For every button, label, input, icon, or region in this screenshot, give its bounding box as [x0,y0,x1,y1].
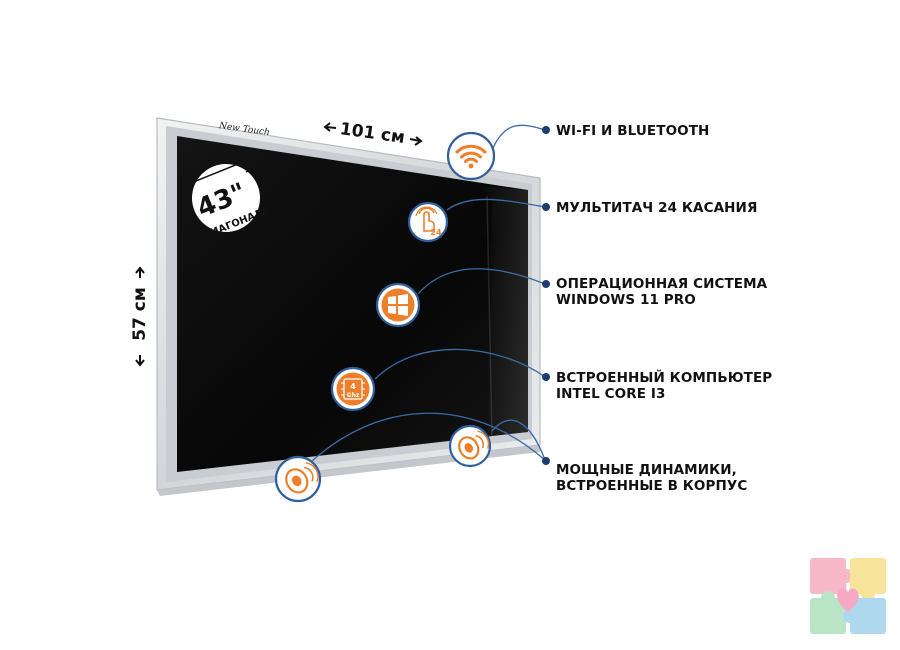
feature-speakers: МОЩНЫЕ ДИНАМИКИ, ВСТРОЕННЫЕ В КОРПУС [556,462,747,494]
speaker-icon [274,455,322,503]
screen-glare [480,186,528,436]
diagonal-arrows-icon [185,164,257,232]
feature-operating-system: ОПЕРАЦИОННАЯ СИСТЕМА WINDOWS 11 PRO [556,276,767,308]
feature-line: ВСТРОЕННЫЕ В КОРПУС [556,478,748,494]
feature-line: WI-FI И BLUETOOTH [556,123,710,139]
cpu-icon: 4 Ghz [330,366,376,412]
feature-line: ВСТРОЕННЫЙ КОМПЬЮТЕР [556,370,773,386]
feature-line: ОПЕРАЦИОННАЯ СИСТЕМА [556,276,768,292]
width-arrows-icon [323,122,423,146]
height-dimension-label: 57 см [130,287,150,341]
connector-touch [446,198,546,211]
feature-line: МУЛЬТИТАЧ 24 КАСАНИЯ [556,200,758,216]
wifi-icon [446,131,496,181]
feature-wifi-bluetooth: WI-FI И BLUETOOTH [556,123,709,139]
feature-line: МОЩНЫЕ ДИНАМИКИ, [556,462,737,478]
connector-speaker-right [491,419,546,461]
touch-count: 24 [430,228,442,237]
connector-speaker-left [311,412,546,462]
windows-logo-icon [375,282,421,328]
display-stand-edge [157,445,540,496]
cpu-cores: 4 [350,382,356,391]
feature-built-in-computer: ВСТРОЕННЫЙ КОМПЬЮТЕР INTEL CORE I3 [556,370,772,402]
cpu-frequency: Ghz [347,392,360,399]
connector-dots [542,126,550,465]
feature-line: WINDOWS 11 PRO [556,292,696,308]
speaker-icon [448,424,492,468]
connector-os [417,268,546,295]
height-arrows-icon [135,266,145,367]
connector-lines [311,124,546,462]
multitouch-icon: 24 [407,201,449,243]
connector-wifi [492,124,546,149]
feature-multitouch: МУЛЬТИТАЧ 24 КАСАНИЯ [556,200,757,216]
connector-cpu [374,348,546,380]
puzzle-logo-icon [810,558,886,634]
diagonal-badge: 43" ДИАГОНАЛЬ [187,161,272,242]
feature-line: INTEL CORE I3 [556,386,666,402]
